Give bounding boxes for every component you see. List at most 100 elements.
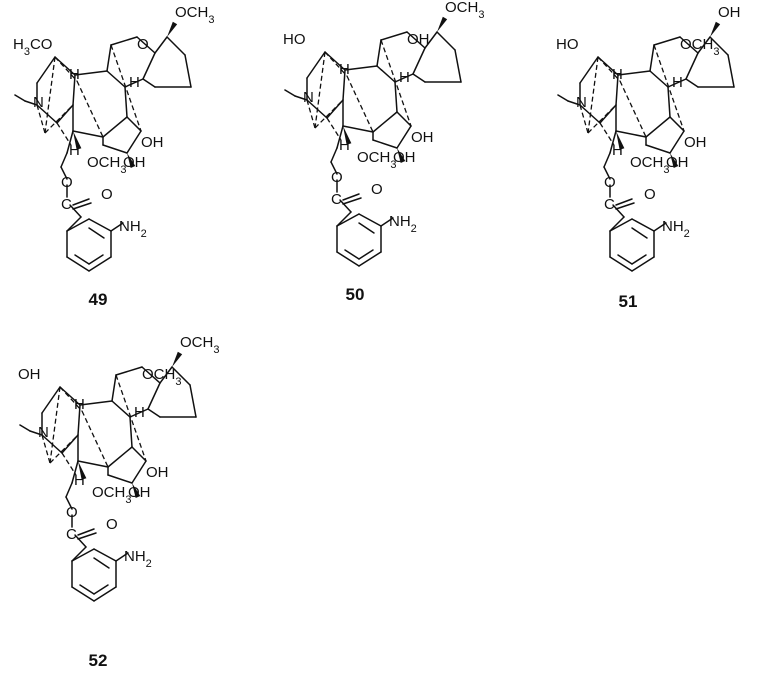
bond-line bbox=[679, 36, 699, 54]
atom-label-bridgeH: H bbox=[612, 66, 623, 83]
wedge-bond bbox=[397, 148, 406, 163]
bond-line bbox=[396, 125, 412, 149]
bridge-bond bbox=[597, 56, 621, 82]
atom-label-carbonyl-c: C bbox=[604, 196, 615, 213]
bond-line bbox=[66, 130, 74, 154]
compound-number: 52 bbox=[89, 651, 108, 670]
bond-line bbox=[147, 408, 161, 418]
bond-line bbox=[93, 557, 110, 569]
bridge-bond bbox=[56, 122, 72, 146]
bridge-bond bbox=[44, 56, 56, 134]
atom-label-ester-o: O bbox=[61, 174, 73, 191]
bridge-bond bbox=[599, 122, 615, 146]
atom-label-top: OCH3 bbox=[180, 334, 219, 356]
bond-line bbox=[609, 130, 617, 154]
bond-line bbox=[129, 416, 133, 448]
carbonyl-double-bond bbox=[77, 528, 95, 536]
atom-label-ketone: O bbox=[137, 36, 149, 53]
bridge-bond bbox=[619, 80, 647, 138]
bond-line bbox=[29, 430, 43, 436]
bond-line bbox=[115, 366, 143, 376]
bond-line bbox=[72, 130, 104, 138]
wedge-bond bbox=[132, 483, 141, 498]
bond-line bbox=[412, 47, 426, 75]
bridge-bond bbox=[41, 434, 51, 464]
bridge-bond bbox=[61, 452, 77, 476]
bond-line bbox=[107, 446, 133, 468]
atom-label-amine: NH2 bbox=[119, 218, 147, 240]
bridge-bond bbox=[54, 56, 78, 82]
wedge-bond bbox=[437, 16, 448, 32]
atom-label-amine: NH2 bbox=[389, 213, 417, 235]
atom-label-bridgeH: H bbox=[69, 66, 80, 83]
atom-label-ester-o: O bbox=[604, 174, 616, 191]
bond-line bbox=[88, 256, 112, 272]
bridge-bond bbox=[44, 104, 74, 134]
bridge-bond bbox=[314, 51, 326, 129]
bond-line bbox=[603, 166, 611, 180]
bond-line bbox=[645, 116, 671, 138]
bond-line bbox=[41, 386, 61, 414]
bridge-bond bbox=[306, 99, 316, 129]
bond-line bbox=[79, 400, 113, 406]
bond-line bbox=[131, 460, 147, 484]
compound-number: 50 bbox=[346, 285, 365, 304]
bond-line bbox=[19, 424, 31, 432]
bond-line bbox=[36, 56, 56, 84]
bridge-bond bbox=[59, 386, 83, 412]
bond-line bbox=[166, 36, 186, 56]
bond-line bbox=[93, 548, 117, 562]
bond-line bbox=[74, 254, 90, 265]
bridge-bond bbox=[653, 44, 685, 132]
bond-line bbox=[74, 534, 87, 548]
bond-line bbox=[394, 73, 414, 83]
bond-line bbox=[372, 139, 398, 149]
bond-line bbox=[394, 81, 398, 113]
atom-label-carbonyl-c: C bbox=[331, 191, 342, 208]
bond-line bbox=[603, 152, 611, 168]
bond-line bbox=[567, 100, 581, 106]
atom-label-carbonyl-o: O bbox=[371, 181, 383, 198]
atom-label-nitrogen: N bbox=[33, 94, 44, 111]
atom-label-methoxy-low: OCH3 bbox=[630, 154, 669, 176]
bond-line bbox=[454, 49, 462, 83]
bond-line bbox=[649, 44, 655, 72]
bond-line bbox=[396, 111, 412, 127]
bond-line bbox=[66, 256, 90, 272]
carbonyl-double-bond bbox=[342, 197, 362, 205]
bond-line bbox=[358, 251, 382, 267]
atom-label-ketone: OH bbox=[407, 31, 430, 48]
atom-label-hydroxyl-b: OH bbox=[393, 149, 416, 166]
atom-label-ringH: H bbox=[399, 69, 410, 86]
bond-line bbox=[131, 446, 147, 462]
bond-line bbox=[685, 52, 699, 80]
bond-line bbox=[72, 74, 76, 106]
bond-line bbox=[306, 51, 326, 79]
bridge-bond bbox=[587, 56, 599, 134]
bond-line bbox=[171, 366, 191, 386]
bond-line bbox=[71, 586, 95, 602]
atom-label-hydroxyl-a: OH bbox=[684, 134, 707, 151]
bridge-bond bbox=[579, 104, 589, 134]
atom-label-methoxy-low: OCH3 bbox=[357, 149, 396, 171]
atom-label-nitrogen: N bbox=[303, 89, 314, 106]
bridge-bond bbox=[326, 117, 342, 141]
bond-line bbox=[126, 116, 142, 132]
bond-line bbox=[557, 94, 569, 102]
bond-line bbox=[71, 460, 79, 484]
atom-label-carbonyl-o: O bbox=[106, 516, 118, 533]
bond-line bbox=[667, 78, 687, 88]
atom-label-methoxy-low: OCH3 bbox=[92, 484, 131, 506]
atom-label-left: H3CO bbox=[13, 36, 52, 58]
wedge-bond bbox=[670, 153, 679, 168]
bond-line bbox=[330, 161, 338, 175]
bond-line bbox=[342, 125, 374, 133]
bond-line bbox=[102, 144, 128, 154]
carbonyl-double-bond bbox=[342, 193, 360, 201]
bond-line bbox=[142, 78, 156, 88]
bond-line bbox=[424, 31, 438, 49]
bond-line bbox=[617, 70, 651, 76]
bond-line bbox=[69, 204, 82, 218]
